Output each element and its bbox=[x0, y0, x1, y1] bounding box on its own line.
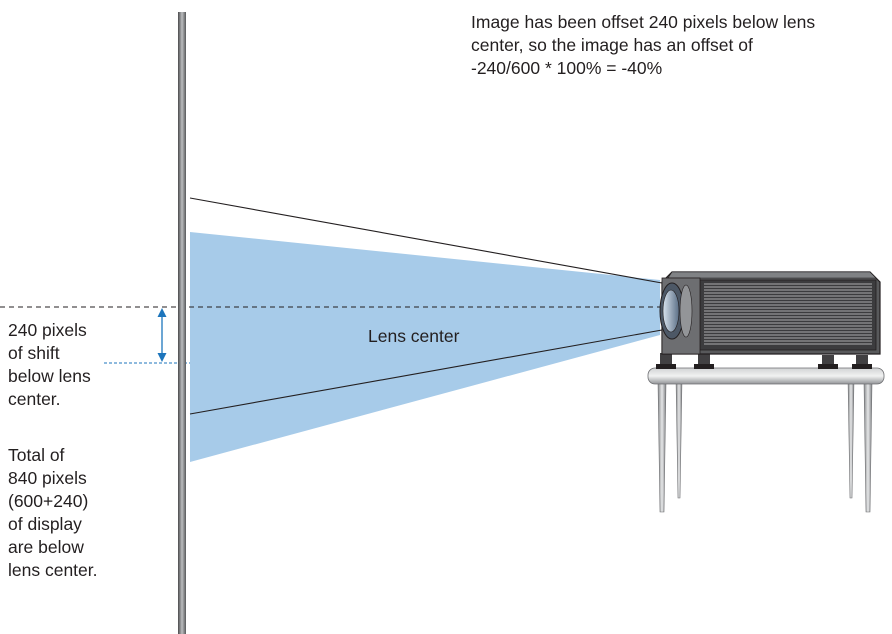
total-note-line-1: Total of bbox=[8, 445, 65, 465]
total-note-line-6: lens center. bbox=[8, 560, 98, 580]
total-note-line-4: of display bbox=[8, 514, 82, 534]
projector-vent-grille bbox=[704, 283, 872, 345]
total-note-line-5: are below bbox=[8, 537, 84, 557]
shift-note-line-2: of shift bbox=[8, 343, 60, 363]
shift-arrow bbox=[157, 308, 167, 362]
projection-light-cone bbox=[190, 232, 660, 462]
upper-beam-line bbox=[189, 197, 663, 284]
lower-beam-line bbox=[189, 329, 663, 415]
total-note-line-2: 840 pixels bbox=[8, 468, 87, 488]
projection-screen bbox=[178, 12, 186, 634]
shift-note-line-3: below lens bbox=[8, 366, 91, 386]
lens-center-label: Lens center bbox=[368, 326, 460, 346]
shift-note-line-4: center. bbox=[8, 389, 61, 409]
total-note-line-3: (600+240) bbox=[8, 491, 89, 511]
projector bbox=[656, 271, 881, 369]
caption-line-3: -240/600 * 100% = -40% bbox=[471, 58, 663, 78]
caption-line-2: center, so the image has an offset of bbox=[471, 35, 753, 55]
caption-line-1: Image has been offset 240 pixels below l… bbox=[471, 12, 816, 32]
shift-note-line-1: 240 pixels bbox=[8, 320, 87, 340]
projector-table bbox=[647, 367, 885, 513]
